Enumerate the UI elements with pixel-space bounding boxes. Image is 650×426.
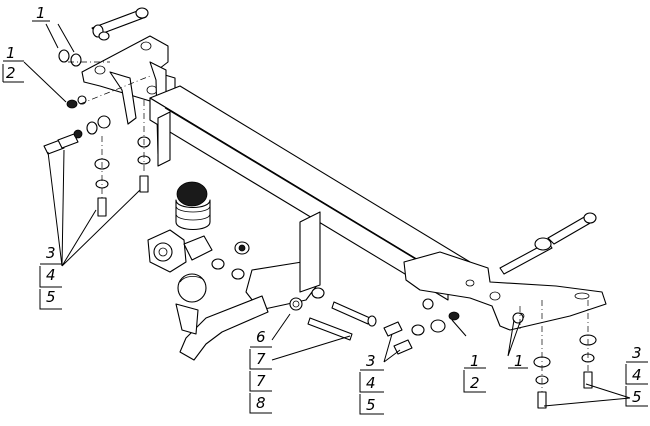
left-fasteners — [43, 49, 151, 217]
callout-label: 5 — [632, 388, 642, 406]
callout-label: 3 — [46, 244, 56, 262]
right-center-fasteners — [383, 298, 460, 355]
callout-label: 1 — [36, 4, 46, 22]
callout-label: 1 — [470, 352, 480, 370]
right-strap — [499, 212, 597, 275]
callout-label: 8 — [256, 394, 266, 412]
tow-neck-and-ball — [175, 211, 321, 361]
callout-label: 3 — [632, 344, 642, 362]
callout-label: 4 — [632, 366, 642, 384]
callout-label: 5 — [46, 288, 56, 306]
center-bolts — [289, 287, 377, 341]
callout-label: 7 — [256, 372, 266, 390]
callout-label: 2 — [6, 64, 16, 82]
callout-6-center-right: 1 2 — [463, 352, 486, 393]
callout-3-left-stack: 3 4 5 — [39, 244, 62, 310]
assembly-axes — [68, 61, 589, 392]
callout-1-top-left: 1 — [32, 4, 50, 22]
callout-label: 6 — [256, 328, 266, 346]
callout-label: 1 — [6, 44, 16, 62]
callout-label: 7 — [256, 350, 266, 368]
callout-label: 1 — [514, 352, 524, 370]
callout-5-center-right-stack: 3 4 5 — [359, 352, 384, 415]
leader-lines — [23, 23, 631, 407]
ball-flange-plate — [147, 229, 213, 273]
main-cross-beam — [149, 85, 471, 301]
callout-2-left: 1 2 — [2, 44, 24, 83]
center-nuts — [211, 241, 250, 280]
right-bottom-fasteners — [512, 312, 597, 409]
callout-label: 4 — [366, 374, 376, 392]
callout-7-right: 1 — [508, 352, 528, 370]
callout-8-bottom-right-stack: 3 4 5 — [625, 344, 648, 407]
callout-4-center-stack: 6 7 7 8 — [249, 328, 272, 414]
callout-label: 2 — [470, 374, 480, 392]
right-mounting-bracket — [403, 251, 607, 331]
tow-ball-cover — [175, 181, 211, 231]
callout-label: 4 — [46, 266, 56, 284]
callout-label: 3 — [366, 352, 376, 370]
callout-label: 5 — [366, 396, 376, 414]
top-long-bolt — [91, 7, 149, 41]
